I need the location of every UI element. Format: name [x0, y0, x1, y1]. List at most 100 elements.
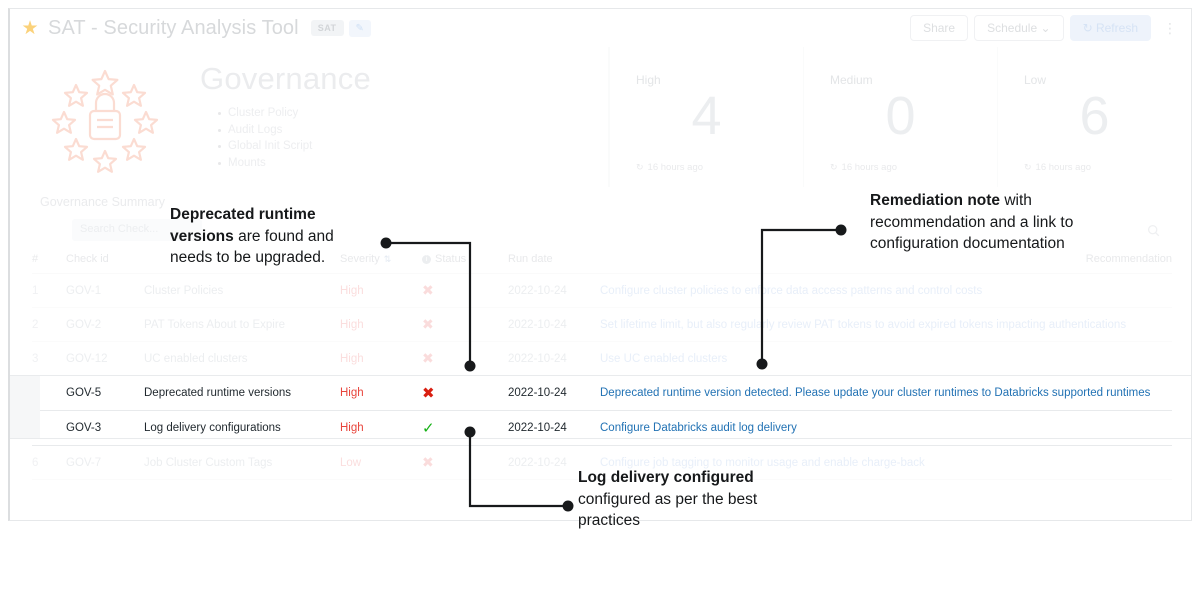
- cell-run-date: 2022-10-24: [508, 375, 600, 411]
- cell-severity: High: [340, 410, 422, 446]
- cell-run-date: 2022-10-24: [508, 307, 600, 342]
- refresh-button[interactable]: ↻ Refresh: [1069, 15, 1151, 41]
- cell-severity: High: [340, 273, 422, 308]
- cell-status: ✖: [422, 445, 508, 480]
- search-placeholder: Search Check...: [80, 223, 159, 235]
- search-icon[interactable]: [1147, 224, 1160, 240]
- stat-updated: ↻ 16 hours ago: [830, 162, 897, 173]
- table-toolbar: Search Check...: [32, 215, 1172, 247]
- cell-check-name: Job Cluster Custom Tags: [144, 445, 340, 480]
- cell-check-name: Cluster Policies: [144, 273, 340, 308]
- refresh-icon: ↻: [1024, 162, 1032, 172]
- cell-severity: Low: [340, 445, 422, 480]
- section-heading: Governance: [200, 61, 371, 96]
- cell-recommendation-link[interactable]: Set lifetime limit, but also regularly r…: [600, 307, 1172, 342]
- star-icon[interactable]: ★: [21, 17, 39, 39]
- governance-text-block: Governance Cluster Policy Audit Logs Glo…: [200, 47, 371, 187]
- refresh-icon: ↻: [636, 162, 644, 172]
- cell-check-name: Deprecated runtime versions: [144, 375, 340, 411]
- stat-label: Medium: [830, 73, 873, 87]
- col-header-run-date[interactable]: Run date: [508, 247, 600, 274]
- cell-check-id: GOV-2: [66, 307, 144, 342]
- title-bar: ★ SAT - Security Analysis Tool SAT ✎ Sha…: [10, 9, 1191, 47]
- cross-icon: ✖: [422, 316, 434, 332]
- cell-check-id: GOV-3: [66, 410, 144, 446]
- check-icon: ✓: [422, 420, 435, 437]
- search-input[interactable]: Search Check...: [72, 219, 202, 241]
- cell-severity: High: [340, 341, 422, 376]
- stat-label: Low: [1024, 73, 1047, 87]
- kebab-menu-icon[interactable]: ⋮: [1163, 20, 1177, 36]
- stat-value: 6: [1079, 86, 1110, 146]
- stat-label: High: [636, 73, 661, 87]
- cell-status: ✖: [422, 307, 508, 342]
- col-header-recommendation[interactable]: Recommendation: [600, 247, 1172, 274]
- cell-check-id: GOV-1: [66, 273, 144, 308]
- edit-icon[interactable]: ✎: [348, 19, 371, 37]
- col-header-severity-label: Severity: [340, 253, 380, 265]
- share-button[interactable]: Share: [910, 15, 969, 41]
- governance-panel: Governance Cluster Policy Audit Logs Glo…: [10, 47, 609, 187]
- governance-summary-table: Search Check... # Check id: [32, 215, 1172, 480]
- stat-updated-label: 16 hours ago: [841, 162, 898, 173]
- cell-row-number: 6: [32, 445, 66, 480]
- cell-row-number: 2: [32, 307, 66, 342]
- titlebar-actions: Share Schedule ⌄ ↻ Refresh ⋮: [910, 15, 1191, 41]
- col-header-check-id[interactable]: Check id: [66, 247, 144, 274]
- governance-bullet-list: Cluster Policy Audit Logs Global Init Sc…: [200, 105, 371, 171]
- stat-updated: ↻ 16 hours ago: [1024, 162, 1091, 173]
- col-header-number[interactable]: #: [32, 247, 66, 274]
- cell-check-name: UC enabled clusters: [144, 341, 340, 376]
- cell-recommendation-link[interactable]: Use UC enabled clusters: [600, 341, 1172, 376]
- col-header-status-label: Status: [435, 253, 467, 265]
- cell-recommendation-link[interactable]: Configure job tagging to monitor usage a…: [600, 445, 1172, 480]
- hero-row: Governance Cluster Policy Audit Logs Glo…: [10, 47, 1191, 187]
- sort-icon: ⇅: [383, 254, 392, 264]
- cell-row-number: 3: [32, 341, 66, 376]
- list-item: Mounts: [218, 155, 371, 172]
- sat-dashboard: ★ SAT - Security Analysis Tool SAT ✎ Sha…: [8, 8, 1192, 521]
- refresh-label: Refresh: [1095, 21, 1138, 35]
- page-title: SAT - Security Analysis Tool: [48, 16, 299, 39]
- cell-recommendation-link[interactable]: Configure Databricks audit log delivery: [600, 410, 1172, 446]
- list-item: Global Init Script: [218, 138, 371, 155]
- col-header-check-name[interactable]: [144, 247, 340, 274]
- cell-run-date: 2022-10-24: [508, 273, 600, 308]
- schedule-button[interactable]: Schedule ⌄: [974, 15, 1064, 41]
- cell-severity: High: [340, 307, 422, 342]
- cell-run-date: 2022-10-24: [508, 341, 600, 376]
- refresh-icon: ↻: [1082, 21, 1093, 35]
- security-stars-lock-icon: [10, 47, 200, 187]
- cell-recommendation-link[interactable]: Deprecated runtime version detected. Ple…: [600, 375, 1172, 411]
- cross-icon: ✖: [422, 385, 435, 402]
- cell-status: ✓: [422, 410, 508, 446]
- cell-status: ✖: [422, 375, 508, 411]
- cell-check-name: PAT Tokens About to Expire: [144, 307, 340, 342]
- cell-check-id: GOV-7: [66, 445, 144, 480]
- cell-row-number: 4: [32, 375, 66, 411]
- cell-check-id: GOV-5: [66, 375, 144, 411]
- cell-recommendation-link[interactable]: Configure cluster policies to enforce da…: [600, 273, 1172, 308]
- cell-status: ✖: [422, 273, 508, 308]
- cell-check-id: GOV-12: [66, 341, 144, 376]
- cell-row-number: 1: [32, 273, 66, 308]
- col-header-severity[interactable]: Severity⇅: [340, 247, 422, 274]
- cross-icon: ✖: [422, 350, 434, 366]
- list-item: Audit Logs: [218, 122, 371, 139]
- stat-card-medium: Medium 0 ↻ 16 hours ago: [803, 47, 997, 187]
- stat-card-high: High 4 ↻ 16 hours ago: [609, 47, 803, 187]
- refresh-icon: ↻: [830, 162, 838, 172]
- stat-value: 4: [691, 86, 722, 146]
- summary-heading: Governance Summary: [40, 195, 166, 209]
- stat-value: 0: [885, 86, 916, 146]
